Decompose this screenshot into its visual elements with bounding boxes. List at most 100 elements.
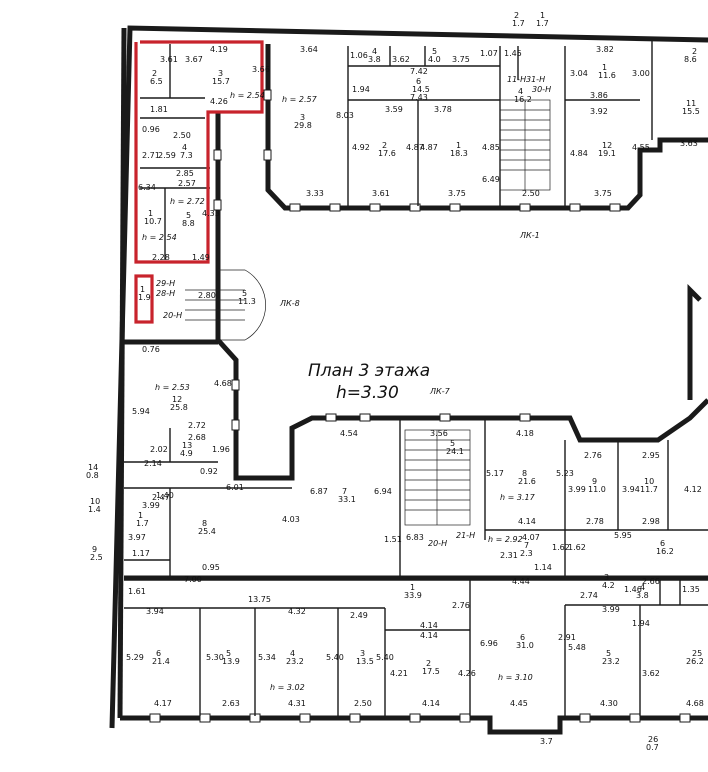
room-label: 8 — [202, 519, 207, 528]
highlighted-area — [134, 40, 264, 324]
room-label: 1 — [148, 209, 153, 218]
door-labels: 29-Н 28-Н 20-Н 11-Н 31-Н 30-Н 20-Н 21-Н — [156, 75, 551, 548]
room-label: 18.3 — [450, 149, 468, 158]
door-label: 21-Н — [456, 531, 475, 540]
dimension-label: 3.78 — [434, 105, 452, 114]
dimension-label: 4.17 — [154, 699, 172, 708]
dimension-label: 2.63 — [222, 699, 240, 708]
room-label: 1 — [410, 583, 415, 592]
room-label: 15.7 — [212, 77, 230, 86]
dimension-label: 4.03 — [282, 515, 300, 524]
room-label: 13.9 — [222, 657, 240, 666]
dimension-label: 6.34 — [138, 183, 156, 192]
dimension-label: 4.32 — [288, 607, 306, 616]
dimension-label: 5.34 — [258, 653, 276, 662]
door-label: 28-Н — [156, 289, 175, 298]
dimension-label: 4.14 — [420, 621, 438, 630]
dimension-label: 4.26 — [458, 669, 476, 678]
room-label: 23.2 — [286, 657, 304, 666]
dimension-label: 2.50 — [354, 699, 372, 708]
dimension-label: 5.48 — [568, 643, 586, 652]
dimension-label: 3.64 — [300, 45, 318, 54]
dimension-label: 3.99 — [568, 485, 586, 494]
dimension-label: 4.14 — [422, 699, 440, 708]
room-label: 3 — [604, 573, 609, 582]
door-label: 31-Н — [526, 75, 545, 84]
dimension-label: 2.59 — [158, 151, 176, 160]
dimension-label: 6.01 — [226, 483, 244, 492]
room-label: 4 — [290, 649, 295, 658]
room-label: 11 — [686, 99, 696, 108]
room-label: 4.0 — [428, 55, 441, 64]
room-label: 13.5 — [356, 657, 374, 666]
dimension-label: 0.96 — [142, 125, 160, 134]
dimension-label: 2.50 — [522, 189, 540, 198]
dimension-label: 4.85 — [482, 143, 500, 152]
dimension-label: 3.75 — [448, 189, 466, 198]
dimension-label: 5.95 — [614, 531, 632, 540]
room-label: 23.2 — [602, 657, 620, 666]
dimension-label: 7.42 — [410, 67, 428, 76]
room-label: 1.7 — [512, 19, 525, 28]
dimension-label: 2.95 — [642, 451, 660, 460]
dimension-label: 1.62 — [568, 543, 586, 552]
height-label: h = 3.17 — [500, 493, 536, 502]
dimension-label: 3.99 — [142, 501, 160, 510]
room-label: 16.2 — [656, 547, 674, 556]
room-label: 14.5 — [412, 85, 430, 94]
dimension-label: 2.14 — [144, 459, 162, 468]
dimension-label: 1.40 — [156, 491, 174, 500]
label-lk7: ЛК-7 — [429, 387, 451, 396]
dimension-label: 4.18 — [516, 429, 534, 438]
room-label: 5 — [432, 47, 437, 56]
dimension-label: 1.17 — [132, 549, 150, 558]
windows — [149, 89, 691, 723]
dimension-label: 1.35 — [682, 585, 700, 594]
room-label: 8 — [522, 469, 527, 478]
room-label: 1 — [140, 285, 145, 294]
room-label: 29.8 — [294, 121, 312, 130]
dimension-label: 1.06 — [350, 51, 368, 60]
room-label: 10 — [90, 497, 100, 506]
room-label: 9 — [592, 477, 597, 486]
room-label: 17.5 — [422, 667, 440, 676]
dimension-label: 3.82 — [596, 45, 614, 54]
dimension-label: 3.86 — [590, 91, 608, 100]
room-label: 1.4 — [88, 505, 101, 514]
room-label: 31.0 — [516, 641, 534, 650]
dimension-label: 3.92 — [590, 107, 608, 116]
room-label: 21.4 — [152, 657, 170, 666]
room-label: 1 — [602, 63, 607, 72]
room-label: 2 — [382, 141, 387, 150]
room-label: 5 — [226, 649, 231, 658]
dimension-label: 5.23 — [556, 469, 574, 478]
dimension-label: 2.68 — [188, 433, 206, 442]
dimension-label: 6.94 — [374, 487, 392, 496]
dimension-label: 4.26 — [210, 97, 228, 106]
dimension-label: 3.59 — [385, 105, 403, 114]
height-label: h = 2.54 — [142, 233, 177, 242]
dimension-label: 0.76 — [142, 345, 160, 354]
room-label: 2 — [692, 47, 697, 56]
room-label: 5 — [186, 211, 191, 220]
dimension-label: 8.03 — [336, 111, 354, 120]
room-label: 33.9 — [404, 591, 422, 600]
room-label: 1.7 — [536, 19, 549, 28]
dimension-label: 4.87 — [420, 143, 438, 152]
room-label: 9 — [92, 545, 97, 554]
dimension-label: 2.91 — [558, 633, 576, 642]
room-label: 33.1 — [338, 495, 356, 504]
room-label: 15.5 — [682, 107, 700, 116]
room-label: 4 — [182, 143, 187, 152]
dimension-label: 4.92 — [352, 143, 370, 152]
room-label: 11.7 — [640, 485, 658, 494]
dimension-label: 4.84 — [570, 149, 588, 158]
room-label: 25 — [692, 649, 702, 658]
room-label: 12 — [602, 141, 612, 150]
dimension-label: 2.76 — [584, 451, 602, 460]
dimension-label: 6.49 — [482, 175, 500, 184]
dimension-label: 4.55 — [632, 143, 650, 152]
dimension-label: 3.94 — [146, 607, 164, 616]
room-label: 1 — [540, 11, 545, 20]
dimension-label: 3.7 — [540, 737, 553, 746]
